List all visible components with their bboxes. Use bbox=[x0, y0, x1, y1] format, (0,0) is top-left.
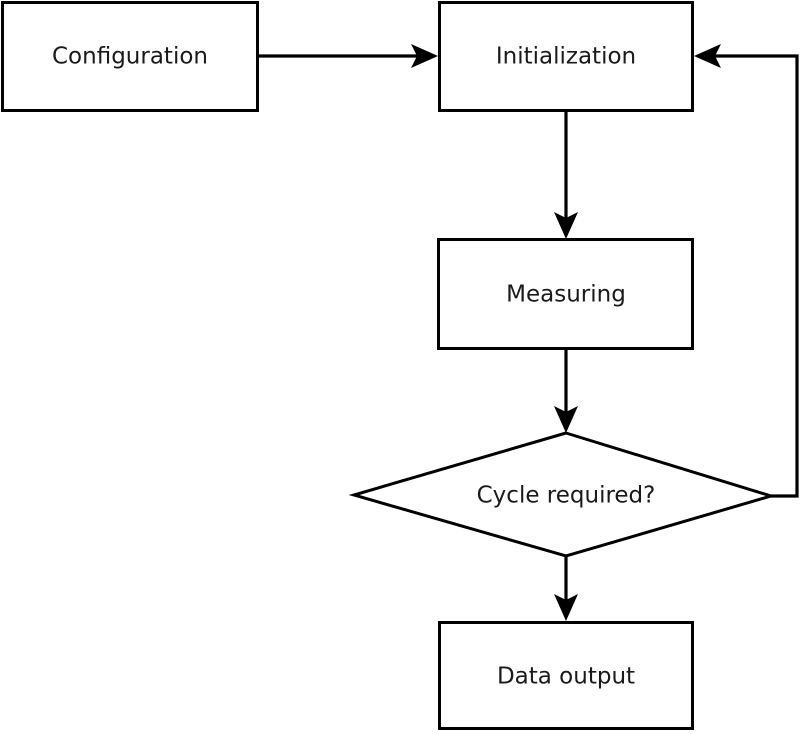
node-cycle-required[interactable]: Cycle required? bbox=[348, 431, 777, 558]
edge-cycle-required-to-data-output bbox=[554, 556, 578, 621]
arrowhead-icon-measuring-to-cycle-required bbox=[554, 406, 578, 433]
edge-cycle-required-to-initialization-feedback bbox=[694, 44, 799, 498]
edge-configuration-to-initialization bbox=[259, 44, 438, 68]
node-shape-configuration[interactable] bbox=[1, 1, 259, 112]
node-shape-data-output[interactable] bbox=[438, 621, 694, 730]
arrowhead-icon-cycle-required-to-initialization-feedback bbox=[694, 44, 721, 68]
node-label-measuring: Measuring bbox=[506, 282, 626, 308]
node-label-configuration: Configuration bbox=[52, 44, 208, 70]
node-shape-initialization[interactable] bbox=[438, 1, 694, 112]
node-label-cycle-required: Cycle required? bbox=[477, 483, 656, 509]
edge-initialization-to-measuring bbox=[554, 112, 578, 239]
node-initialization[interactable]: Initialization bbox=[438, 1, 694, 112]
node-label-data-output: Data output bbox=[497, 664, 635, 690]
node-shape-measuring[interactable] bbox=[437, 238, 694, 350]
arrowhead-icon-configuration-to-initialization bbox=[411, 44, 438, 68]
node-layer: Configuration Initialization Measuring C… bbox=[1, 1, 777, 730]
arrowhead-icon-cycle-required-to-data-output bbox=[554, 594, 578, 621]
edge-measuring-to-cycle-required bbox=[554, 350, 578, 433]
edge-layer bbox=[259, 44, 799, 621]
node-data-output[interactable]: Data output bbox=[438, 621, 694, 730]
node-shape-cycle-required[interactable] bbox=[348, 431, 777, 558]
node-configuration[interactable]: Configuration bbox=[1, 1, 259, 112]
arrowhead-icon-initialization-to-measuring bbox=[554, 212, 578, 239]
node-label-initialization: Initialization bbox=[496, 44, 636, 70]
node-measuring[interactable]: Measuring bbox=[437, 238, 694, 350]
edge-line-cycle-required-to-initialization-feedback bbox=[705, 54, 799, 498]
